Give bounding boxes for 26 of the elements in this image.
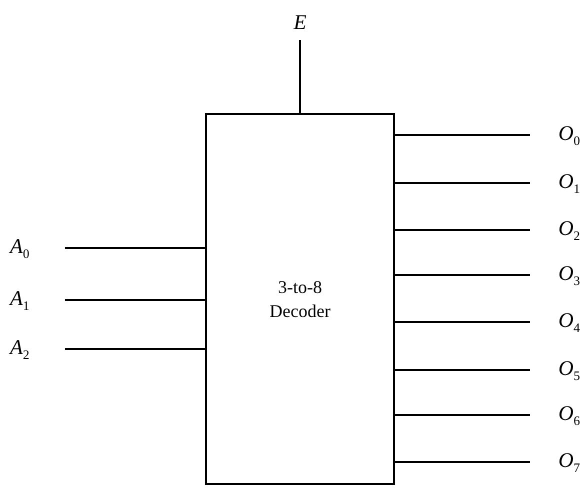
pin-label: O$_{1}$ bbox=[530, 169, 580, 197]
decoder-block bbox=[205, 113, 395, 485]
pin-label: O$_{3}$ bbox=[530, 261, 580, 289]
wire bbox=[395, 414, 530, 416]
wire bbox=[395, 274, 530, 276]
pin-label: O$_{7}$ bbox=[530, 448, 580, 476]
wire bbox=[65, 299, 205, 301]
wire bbox=[299, 40, 301, 113]
pin-label: O$_{2}$ bbox=[530, 216, 580, 244]
wire bbox=[65, 348, 205, 350]
wire bbox=[395, 229, 530, 231]
wire bbox=[395, 369, 530, 371]
block-title: 3-to-8 Decoder bbox=[268, 276, 332, 323]
pin-label: O$_{5}$ bbox=[530, 356, 580, 384]
wire bbox=[395, 182, 530, 184]
pin-label: A$_{0}$ bbox=[10, 234, 65, 262]
pin-label: O$_{6}$ bbox=[530, 401, 580, 429]
pin-label: O$_{0}$ bbox=[530, 121, 580, 149]
pin-label: A$_{1}$ bbox=[10, 286, 65, 314]
wire bbox=[65, 247, 205, 249]
pin-label: O$_{4}$ bbox=[530, 308, 580, 336]
pin-label: A$_{2}$ bbox=[10, 335, 65, 363]
wire bbox=[395, 321, 530, 323]
pin-label: E bbox=[284, 4, 316, 40]
wire bbox=[395, 134, 530, 136]
wire bbox=[395, 461, 530, 463]
